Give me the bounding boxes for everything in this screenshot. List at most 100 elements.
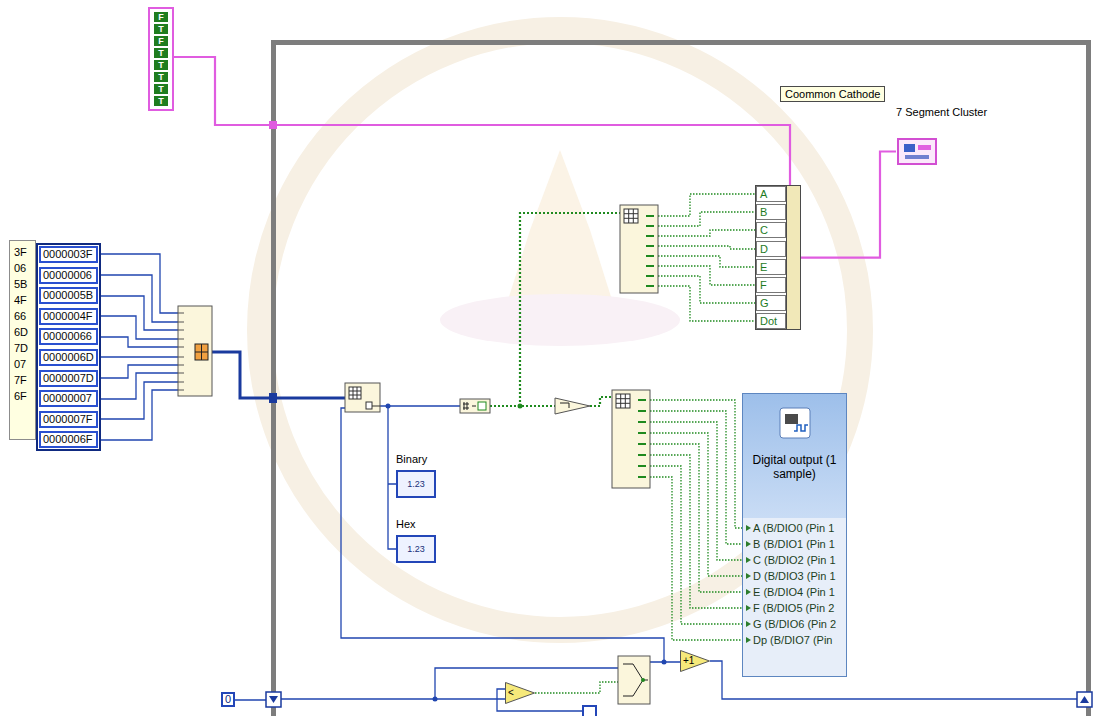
array-glyph [616,394,630,408]
indicator-label: 7 Segment Cluster [896,106,987,119]
array-glyph [195,344,208,360]
function-body [460,399,490,413]
array-glyph [349,387,361,399]
icon-part [904,144,915,152]
boolean-array-constant: FTFTTTTT [148,7,174,111]
array-glyph [349,387,380,406]
loop-frame [274,43,1089,716]
element-name: B [756,204,786,220]
array-element: 0000007D [39,370,98,387]
less-than-function: < [505,682,535,704]
array-constant: 0000003F000000060000005B0000004F00000066… [36,243,101,451]
number-to-boolean-array-function [460,399,490,413]
wire-junction [386,404,391,409]
wire-junction [518,404,523,409]
output-terminal [638,400,646,477]
function-body [345,383,380,412]
daq-express-vi: Digital output (1 sample) A (B/DIO0 (Pin … [742,393,847,677]
element-name: C [756,222,786,238]
array-glyph [616,394,630,408]
array-element: 0000004F [39,308,98,325]
numeric-constant: 0 [221,692,235,707]
index-array-function [612,390,650,488]
array-element: 0000006D [39,349,98,366]
watermark-stupa [508,150,612,300]
indicator-value: 1.23 [396,535,436,563]
free-label-text: Coommon Cathode [785,88,880,100]
channel-terminal: C (B/DIO2 (Pin 1 [743,552,846,568]
output-terminal [366,402,372,409]
line-wire [650,400,742,640]
numeric-constant [583,706,596,716]
icon-part [794,425,808,431]
increment-function: +1 [680,650,710,672]
terminal-tick [178,313,184,390]
select-function [618,656,650,704]
free-label: Coommon Cathode [780,86,885,102]
numeric-indicator: Binary1.23 [396,453,436,498]
array-element: 00000006 [39,267,98,284]
indicator-label: Hex [396,518,436,531]
icon-part [918,145,931,150]
array-element: 00000066 [39,328,98,345]
shift-register-arrow [1080,696,1089,703]
channel-terminal: D (B/DIO3 (Pin 1 [743,568,846,584]
array-glyph [624,209,638,223]
array-glyph [624,209,638,223]
counter-wire [235,661,1077,711]
element-name: D [756,241,786,257]
index-array-function [620,205,658,293]
compare-wire [535,682,618,693]
element-wire [101,254,178,440]
shift-register [266,692,1092,707]
channel-terminal: E (B/DIO4 (Pin 1 [743,584,846,600]
element-name: G [756,295,786,311]
index-array-function [345,383,380,412]
select-glyph [641,678,645,682]
array-element: 0000006F [39,431,98,448]
array-wire [212,352,345,398]
function-body [612,390,650,488]
boolean-array-wire [490,213,620,406]
function-glyph [478,402,486,410]
channel-terminal: A (B/DIO0 (Pin 1 [743,520,846,536]
element-name: A [756,186,786,202]
not-glyph [560,403,569,408]
channel-terminal: F (B/DIO5 (Pin 2 [743,600,846,616]
array-element: 00000007 [39,390,98,407]
watermark [260,30,860,630]
not-function [555,398,590,414]
boolean-element: T [154,24,168,34]
indicator-value: 1.23 [396,470,436,498]
boolean-element: F [154,12,168,22]
function-symbol: < [505,682,535,704]
boolean-element: F [154,36,168,46]
icon-part [785,414,798,424]
wire-junction [433,697,438,702]
channel-terminal: G (B/DIO6 (Pin 2 [743,616,846,632]
shift-register-right [1077,692,1092,707]
watermark-ring [260,30,860,630]
constant-value: 0 [225,694,231,705]
segment-wire [658,194,755,321]
cluster-wire [801,152,896,258]
function-body [555,398,590,414]
array-element: 0000003F [39,246,98,263]
array-glyph [195,344,208,360]
shift-register-arrow [269,696,278,703]
boolean-element: T [154,72,168,82]
daq-icon [779,407,811,439]
icon-part [905,155,929,159]
element-name: Dot [756,313,786,329]
function-body [618,656,650,704]
hex-comment: 3F 06 5B 4F 66 6D 7D 07 7F 6F [9,240,36,440]
element-name: F [756,277,786,293]
bundle-by-name: ABCDEFGDot [755,185,801,330]
wire-junction [662,660,667,665]
array-element: 0000007F [39,411,98,428]
vi-title: Digital output (1 sample) [743,453,846,481]
cluster-indicator: 7 Segment Cluster [896,106,987,165]
boolean-wires [490,194,755,693]
icon-frame [780,408,810,438]
boolean-element: T [154,96,168,106]
